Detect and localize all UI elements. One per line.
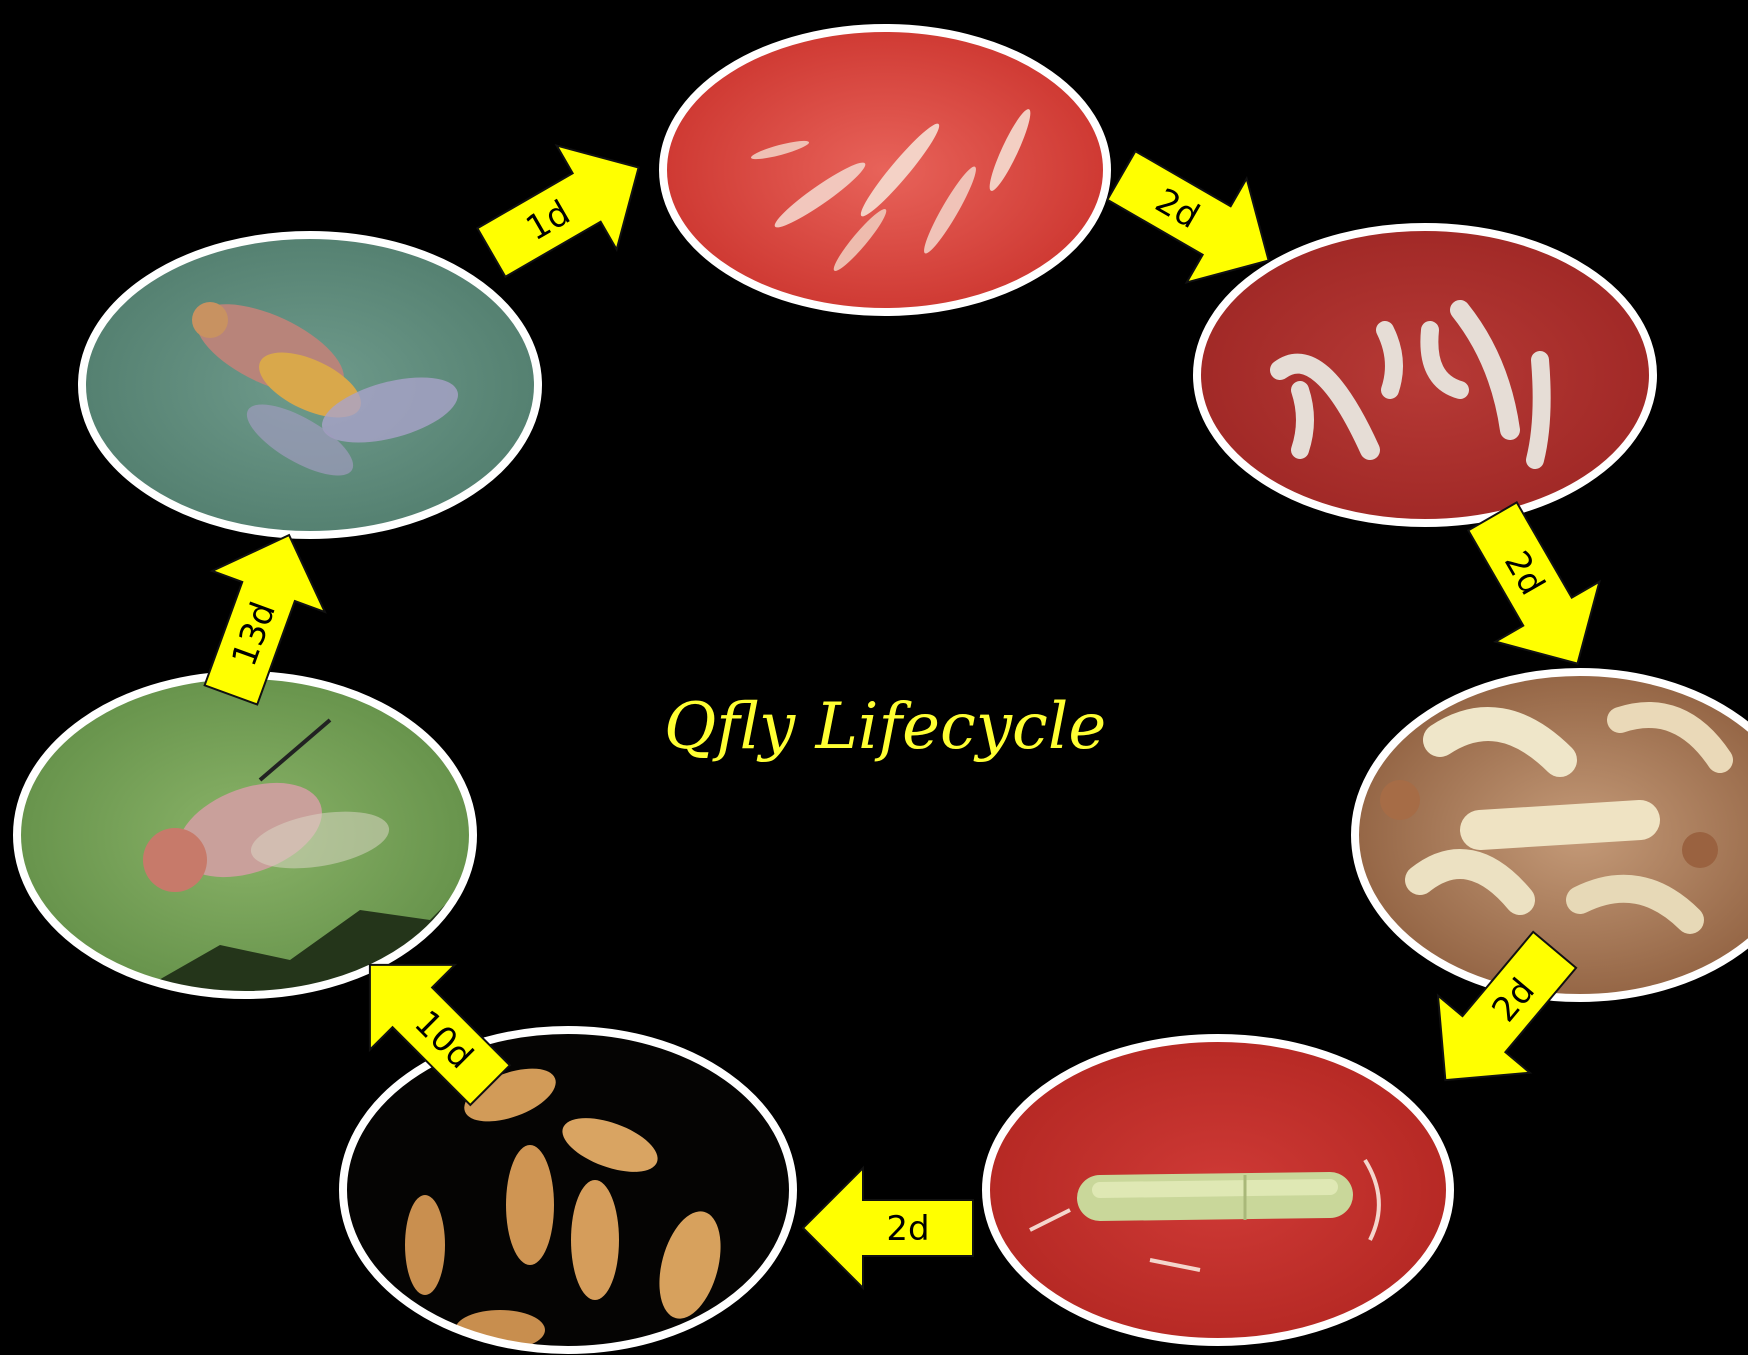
stage-emerging-adult: [10, 670, 480, 1000]
pupae-photo-icon: [330, 1020, 810, 1355]
stage-mature-larva: [980, 1030, 1460, 1350]
transition-arrow-1: 1d: [461, 116, 668, 305]
mature-larva-photo-icon: [980, 1030, 1460, 1350]
stage-eggs: [660, 25, 1110, 315]
transition-duration-label: 2d: [886, 1209, 929, 1249]
stage-young-larvae: [1190, 225, 1660, 525]
stage-adult-fly: [75, 230, 545, 540]
stage-pupae: [330, 1020, 810, 1355]
diagram-title: Qfly Lifecycle: [664, 690, 1106, 764]
transition-arrow-5: 2d: [803, 1168, 973, 1288]
